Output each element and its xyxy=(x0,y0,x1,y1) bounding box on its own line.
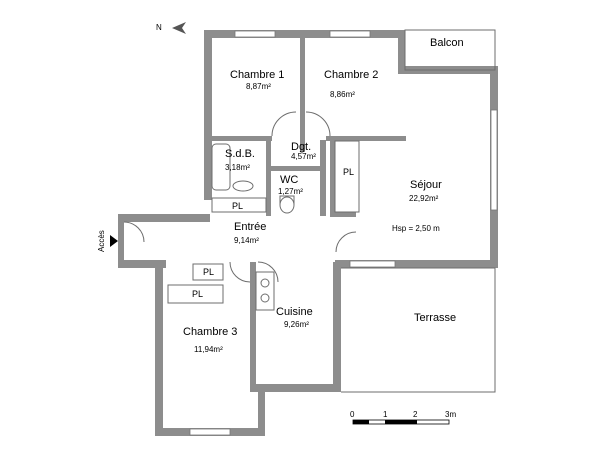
room-name-dgt: Dgt. xyxy=(291,141,311,153)
room-name-sdb: S.d.B. xyxy=(225,148,255,160)
wall-cuisine-bottom xyxy=(250,384,340,392)
bathtub-icon xyxy=(211,143,231,191)
room-name-terrasse: Terrasse xyxy=(414,312,456,324)
room-name-wc: WC xyxy=(280,174,298,186)
kitchen-counter-icon xyxy=(255,271,275,311)
room-name-cuisine: Cuisine xyxy=(276,306,313,318)
placard-label: PL xyxy=(232,201,243,211)
room-area-sejour: 22,92m² xyxy=(409,194,439,203)
placard-label: PL xyxy=(192,289,203,299)
north-arrow-icon: N xyxy=(156,22,186,34)
door-ch1 xyxy=(271,111,297,137)
room-area-chambre1: 8,87m² xyxy=(246,82,271,91)
wall-pl-sejour-bottom xyxy=(330,212,356,217)
scale-tick-2: 2 xyxy=(413,410,418,419)
placard-label: PL xyxy=(203,267,214,277)
windows xyxy=(189,30,498,436)
room-area-dgt: 4,57m² xyxy=(291,152,316,161)
room-area-chambre2: 8,86m² xyxy=(330,90,355,99)
door-entry xyxy=(123,221,145,243)
wall-between-bedrooms xyxy=(300,30,305,152)
sink-icon xyxy=(232,180,254,192)
room-name-chambre1: Chambre 1 xyxy=(230,69,284,81)
wall-ch3-left xyxy=(155,260,163,436)
room-area-chambre3: 11,94m² xyxy=(194,345,223,354)
placard-label: PL xyxy=(343,167,354,177)
wall-cuisine-right xyxy=(333,262,341,392)
walls xyxy=(118,30,498,436)
balcon-outline xyxy=(404,29,496,71)
room-labels: Chambre 1 8,87m² Chambre 2 8,86m² Balcon… xyxy=(183,37,464,354)
wall-ch3-right-lower xyxy=(258,390,265,436)
north-arrow-shape xyxy=(172,22,186,34)
wall-ch3-cuisine xyxy=(250,262,256,390)
placard-2 xyxy=(334,140,360,213)
wall-sejour-bottom xyxy=(335,260,498,268)
room-name-chambre3: Chambre 3 xyxy=(183,326,237,338)
wall-entree-top xyxy=(118,214,210,222)
window-ch1 xyxy=(234,30,276,38)
room-area-cuisine: 9,26m² xyxy=(284,320,309,329)
placards: PL PL PL PL xyxy=(167,140,360,304)
window-sejour xyxy=(490,109,498,211)
room-name-balcon: Balcon xyxy=(430,37,464,49)
entry-arrow-icon xyxy=(110,235,118,247)
wall-left-bedrooms xyxy=(204,30,212,200)
placard-1 xyxy=(211,197,267,213)
door-cuisine xyxy=(257,261,279,283)
door-sejour xyxy=(335,231,357,253)
doors xyxy=(123,111,357,283)
scale-tick-0: 0 xyxy=(350,410,355,419)
window-sejour-bottom xyxy=(349,260,396,268)
wall-pl-sejour xyxy=(330,136,335,216)
wall-entree-left xyxy=(118,214,124,268)
scale-tick-1: 1 xyxy=(383,410,388,419)
stove-burner-icon xyxy=(260,278,270,288)
ceiling-height: Hsp = 2,50 m xyxy=(392,224,440,233)
window-ch3 xyxy=(189,428,231,436)
room-name-sejour: Séjour xyxy=(410,179,442,191)
fixtures xyxy=(211,143,295,311)
room-area-sdb: 3,18m² xyxy=(225,163,250,172)
room-name-chambre2: Chambre 2 xyxy=(324,69,378,81)
door-ch3 xyxy=(229,261,251,283)
wall-sdb-right xyxy=(266,136,271,216)
window-ch2 xyxy=(329,30,371,38)
door-ch2 xyxy=(305,111,331,137)
wall-ch2-bottom xyxy=(326,136,406,141)
sink-kitchen-icon xyxy=(260,293,270,303)
room-area-wc: 1,27m² xyxy=(278,187,303,196)
wall-right-bedroom2 xyxy=(398,30,405,72)
scale-bar-segment-a xyxy=(353,420,369,424)
wall-wc-top xyxy=(266,166,326,171)
room-area-entree: 9,14m² xyxy=(234,236,259,245)
north-label: N xyxy=(156,23,162,32)
scale-bar: 0 1 2 3m xyxy=(350,410,456,425)
room-name-entree: Entrée xyxy=(234,221,266,233)
wall-sdb-top xyxy=(204,136,272,141)
scale-tick-3: 3m xyxy=(445,410,456,419)
placard-3 xyxy=(192,263,224,281)
acces-label: Accès xyxy=(97,230,106,252)
wall-entree-bottom-left xyxy=(118,260,166,268)
wall-dgt-right xyxy=(320,140,326,216)
toilet-icon xyxy=(279,196,295,214)
terrasse-outline xyxy=(341,267,496,393)
acces-marker: Accès xyxy=(97,230,118,252)
placard-4 xyxy=(167,284,224,304)
scale-bar-segment-b xyxy=(385,420,417,424)
